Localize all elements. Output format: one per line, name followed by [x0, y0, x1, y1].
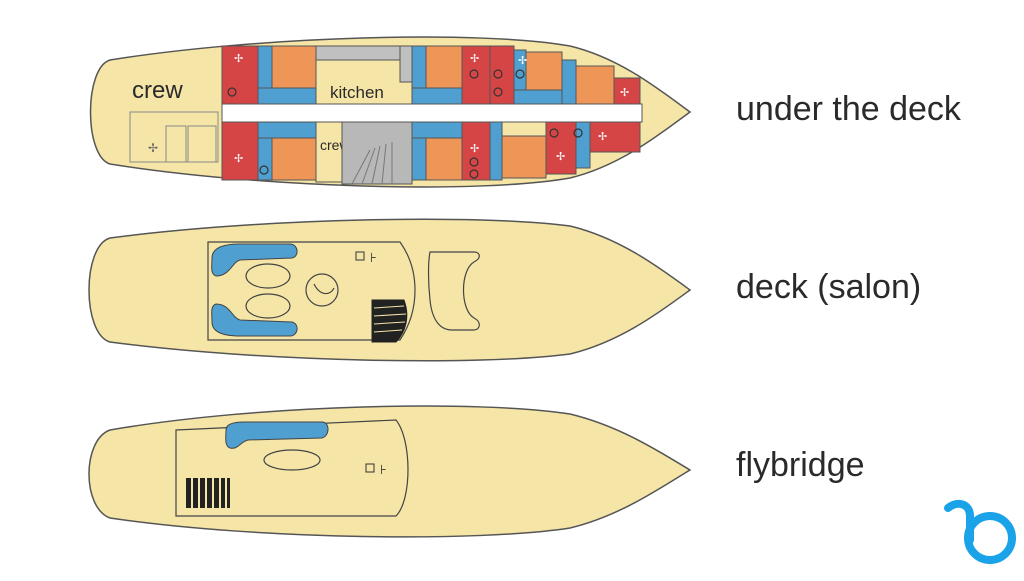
flybridge-label: flybridge — [736, 446, 865, 484]
svg-text:✢: ✢ — [518, 55, 527, 67]
svg-text:✢: ✢ — [620, 87, 629, 99]
lamp-icon: ✢ — [148, 141, 158, 155]
kitchen-label: kitchen — [330, 83, 384, 102]
main-deck-label: deck (salon) — [736, 268, 922, 306]
under-deck-label: under the deck — [736, 90, 961, 128]
flybridge-plan: ⊦ — [88, 405, 692, 538]
foredeck-hatch — [427, 251, 480, 331]
berth-bottom-3 — [501, 135, 547, 179]
crew-large-label: crew — [132, 77, 183, 104]
flybridge-outline — [175, 419, 409, 517]
main-deck-plan: ⊦ — [88, 218, 692, 362]
salon-table-top — [245, 263, 291, 289]
fly-table — [263, 449, 321, 471]
bath-top-3b — [513, 89, 563, 105]
berth-top-5 — [575, 65, 615, 105]
lamp-icons: ✢ ✢ ✢ ✢ ✢ ✢ ✢ ✢ — [234, 53, 629, 165]
fly-stairs — [186, 478, 230, 508]
stair-steps — [351, 142, 393, 185]
cabin-bottom-1 — [221, 121, 259, 181]
berth-top-3 — [525, 51, 563, 91]
cushion-bottom — [211, 303, 298, 337]
cabin-top-6 — [613, 77, 641, 105]
crew-cabinet — [165, 125, 187, 163]
fly-cushion — [225, 421, 329, 449]
helm-wheel — [305, 273, 339, 307]
bath-bottom-1b — [257, 121, 317, 139]
svg-text:✢: ✢ — [234, 153, 243, 165]
kitchen-counter-side — [399, 45, 413, 83]
corridor — [221, 103, 643, 123]
berth-top-1 — [271, 45, 317, 89]
kitchen-counter — [315, 45, 413, 61]
svg-text:✢: ✢ — [470, 53, 479, 65]
brand-b-logo-icon — [944, 499, 1016, 564]
mast-square — [355, 251, 365, 261]
salon-outline — [207, 241, 416, 341]
bath-bottom-3 — [489, 121, 503, 181]
stairs-main — [371, 299, 408, 343]
bath-bottom-2 — [411, 121, 463, 139]
fixtures — [227, 69, 583, 179]
fly-cleat-icon: ⊦ — [380, 462, 387, 477]
crew-cabin-small — [315, 121, 343, 183]
bath-top-1b — [257, 87, 317, 105]
helm-seat — [313, 283, 335, 295]
svg-text:✢: ✢ — [470, 143, 479, 155]
flybridge-hull — [88, 405, 692, 538]
berth-top-2 — [425, 45, 463, 89]
under-deck-plan: ✢ crew kitchen crew — [89, 36, 692, 188]
crew-sink — [187, 125, 217, 163]
cushion-top — [211, 243, 298, 277]
svg-text:✢: ✢ — [234, 53, 243, 65]
stairs-under — [341, 121, 413, 185]
berth-bottom-1 — [271, 137, 317, 181]
cabin-top-5 — [561, 59, 577, 105]
fly-mast-square — [365, 463, 375, 473]
svg-text:✢: ✢ — [598, 131, 607, 143]
bath-top-2 — [411, 87, 463, 105]
cabin-bottom-4 — [545, 121, 577, 175]
mast-cleat-icon: ⊦ — [370, 250, 377, 265]
cabin-top-1 — [221, 45, 259, 105]
salon-table-bottom — [245, 293, 291, 319]
berth-bottom-2 — [425, 137, 463, 181]
svg-text:✢: ✢ — [556, 151, 565, 163]
cabin-bottom-6 — [589, 121, 641, 153]
